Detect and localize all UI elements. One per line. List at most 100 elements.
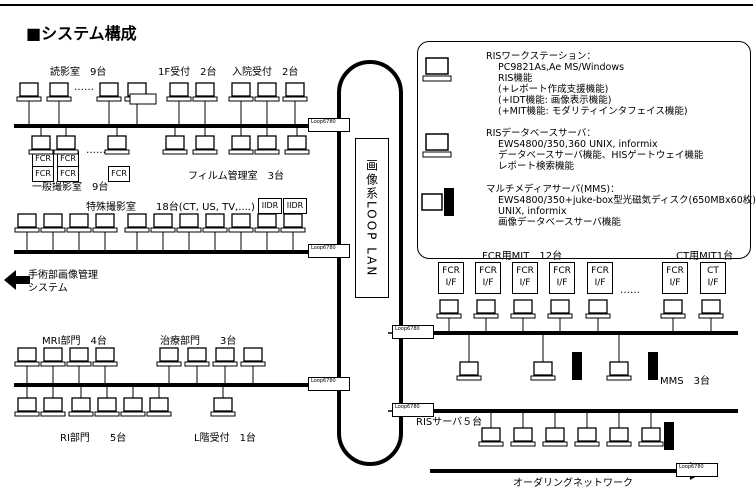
workstation-icon [542,411,568,447]
legend-db-line: EWS4800/350,360 UNIX, informix [498,139,658,150]
workstation-icon [240,347,266,385]
loop-lan-label: 画像系LOOP LAN [355,138,389,298]
legend-ws-line: (+IDT機能: 画像表示機能) [498,95,612,106]
workstation-icon [16,82,42,126]
workstation-icon [228,213,254,252]
workstation-icon [146,385,172,417]
workstation-icon [456,333,482,381]
workstation-icon [698,299,724,333]
loop-device: Loop6780 [392,403,434,417]
workstation-icon [510,411,536,447]
label-fcrmit: FCR用MIT 12台 [482,251,563,262]
label-shujutsu-system: システム [28,283,68,294]
workstation-icon [585,299,611,333]
legend-db-line: RISデータベースサーバ： [486,128,596,139]
legend-ws-line: (+レポート作成支援機能) [498,84,609,95]
workstation-icon [176,213,202,252]
workstation-icon [574,411,600,447]
workstation-icon [40,213,66,252]
label-lkai: L階受付 1台 [194,433,256,444]
legend-ws-line: RIS機能 [498,73,533,84]
workstation-icon [547,299,573,333]
server-tower-icon [664,422,674,450]
legend-db-line: データベースサーバ機能、HISゲートウェイ機能 [498,150,704,161]
workstation-icon [150,213,176,252]
workstation-icon [92,347,118,385]
loop-device: Loop6780 [308,244,350,258]
workstation-icon [210,385,236,417]
workstation-icon [120,385,146,417]
workstation-icon [212,347,238,385]
workstation-icon [254,82,280,126]
workstation-icon [280,213,306,252]
workstation-icon [92,213,118,252]
server-tower-icon [648,352,658,380]
page-title: ■システム構成 [26,24,137,43]
workstation-icon [40,347,66,385]
label-film: フィルム管理室 3台 [188,171,284,182]
workstation-icon [282,82,308,126]
label-ris: RISサーバ５台 [416,417,483,428]
workstation-icon [28,126,54,155]
loop-device: Loop6780 [676,463,718,477]
workstation-icon [254,126,280,155]
workstation-icon [94,385,120,417]
workstation-icon [14,213,40,252]
dots-2: …… [86,145,106,156]
label-ippan: 一般撮影室 9台 [32,182,109,193]
label-mri: MRI部門 4台 [42,336,107,347]
workstation-icon [254,213,280,252]
legend-mms-line: マルチメディアサーバ(MMS)： [486,184,620,195]
workstation-icon [228,126,254,155]
label-mms: MMS 3台 [660,376,710,387]
workstation-icon [46,82,72,126]
legend-mms-line: 画像データベースサーバ機能 [498,217,621,228]
legend-mms-line: UNIX, informix [498,206,567,217]
workstation-icon [606,411,632,447]
legend-db-line: レポート検索機能 [498,161,575,172]
legend-mms-line: EWS4800/350+juke-box型光磁気ディスク(650MBx60枚) [498,195,756,206]
label-order: オーダリングネットワーク [513,478,633,489]
label-ri: RI部門 5台 [60,433,127,444]
workstation-icon [166,82,192,126]
workstation-icon [202,213,228,252]
workstation-icon [478,411,504,447]
label-tokushu: 特殊撮影室 18台(CT, US, TV,....) [86,202,255,213]
legend-icons [421,57,454,216]
fcr-tag: FCR [108,166,130,182]
fcr-tag: FCR [57,151,79,167]
workstation-icon [473,299,499,333]
workstation-icon [228,82,254,126]
workstation-icon [184,347,210,385]
workstation-icon [96,82,122,126]
workstation-icon [192,126,218,155]
workstation-icon [104,126,130,155]
printer-icon [129,93,157,105]
workstation-icon [284,126,310,155]
workstation-icon [530,333,556,381]
workstation-icon [510,299,536,333]
legend-ws-line: (+MIT機能: モダリティインタフェイス機能) [498,106,688,117]
workstation-icon [660,299,686,333]
workstation-icon [192,82,218,126]
loop-device: Loop6780 [392,325,434,339]
workstation-icon [66,213,92,252]
legend-ws-line: PC9821As,Ae MS/Windows [498,62,625,73]
loop-device: Loop6780 [308,377,350,391]
workstation-icon [14,385,40,417]
server-tower-icon [572,352,582,380]
workstation-icon [40,385,66,417]
workstation-icon [162,126,188,155]
workstation-icon [14,347,40,385]
label-yomi: 読影室 9台 [50,67,107,78]
